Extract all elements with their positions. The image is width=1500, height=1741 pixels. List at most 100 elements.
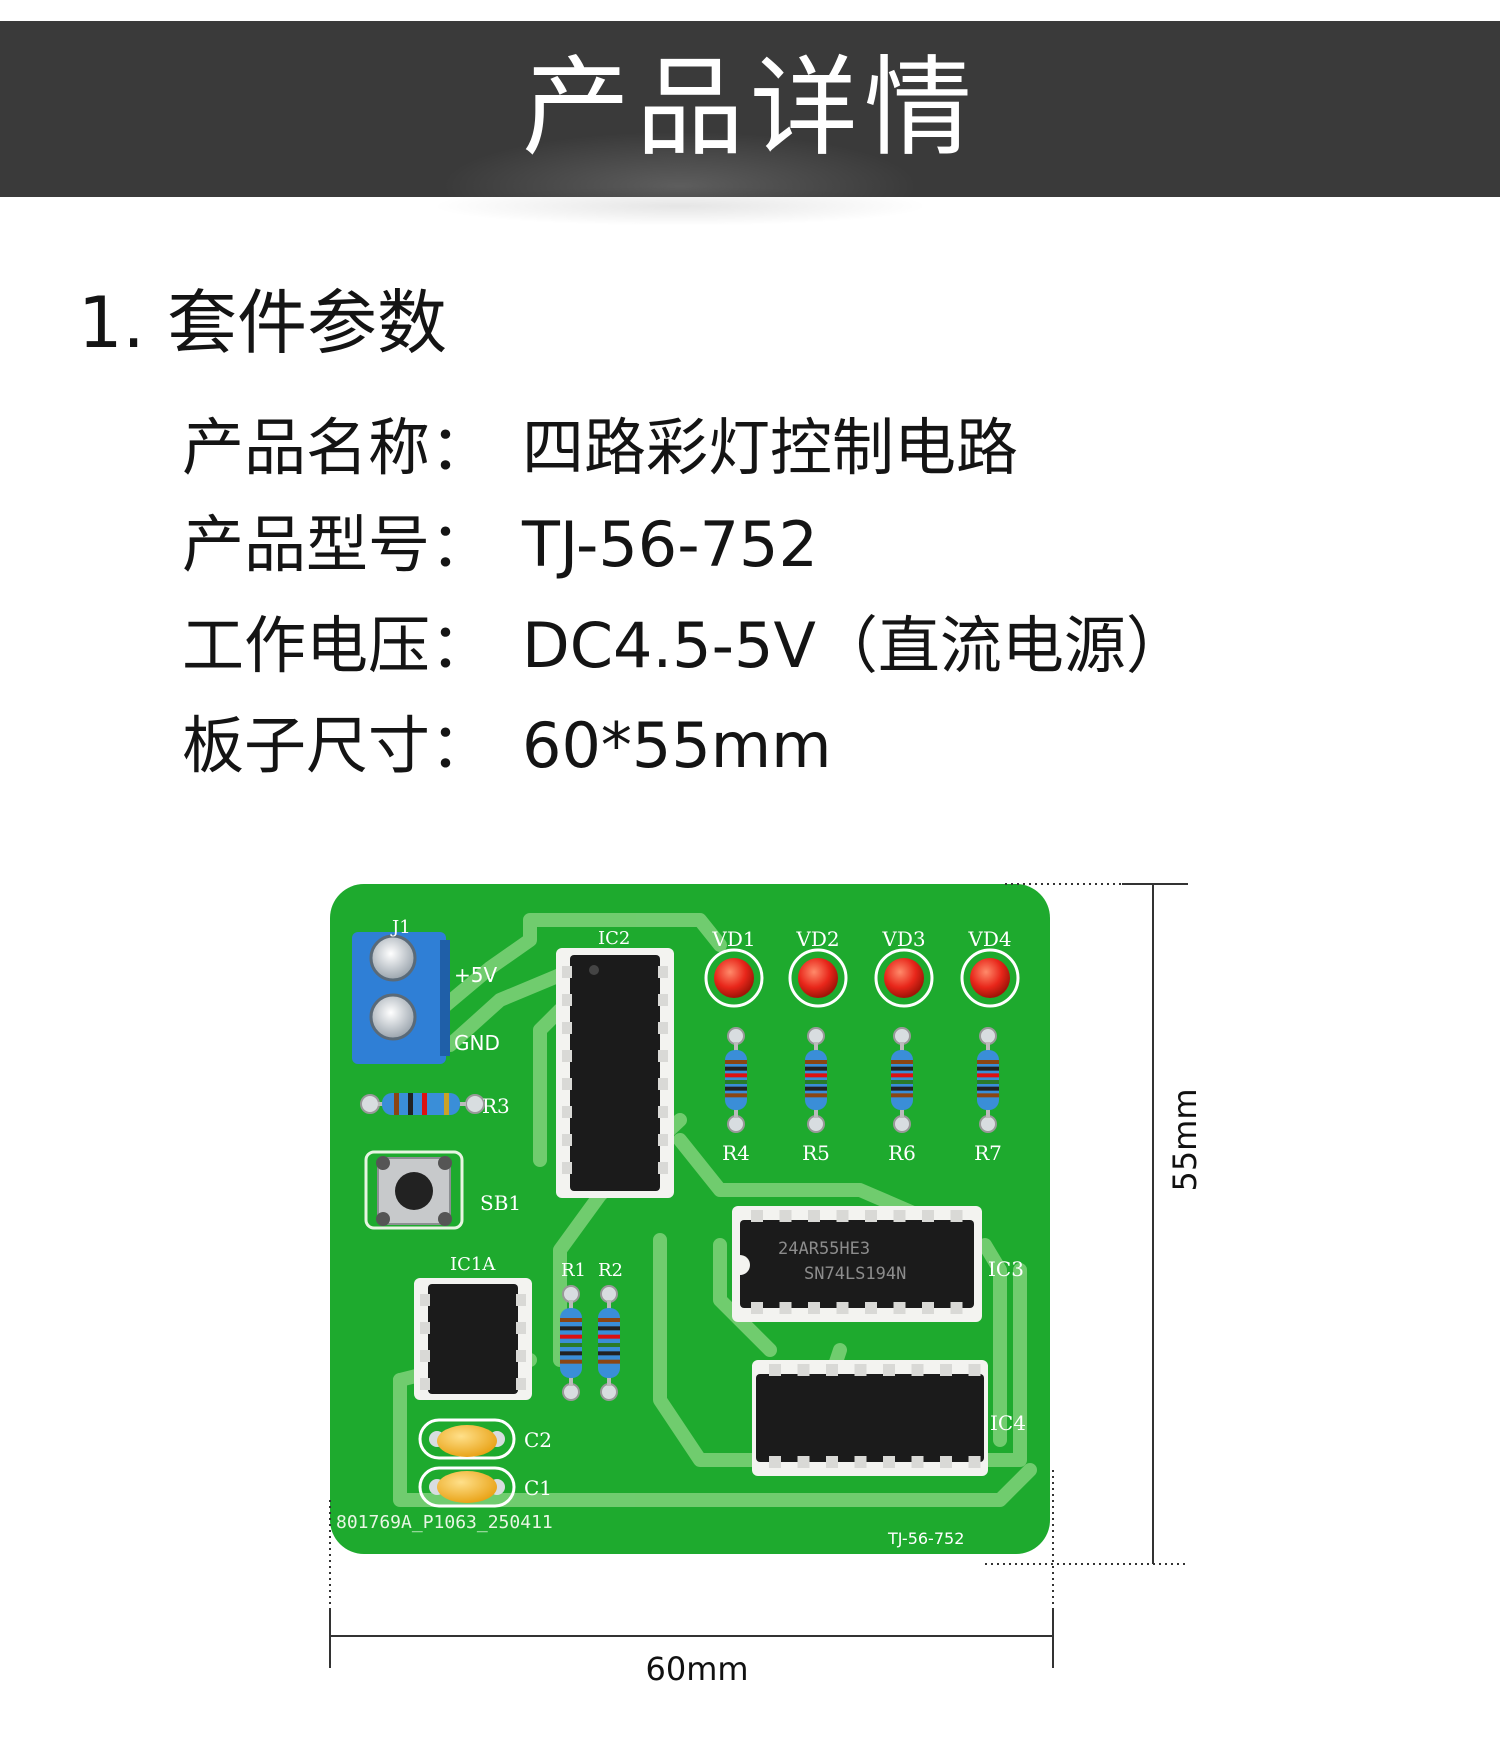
ic2-pin	[562, 966, 572, 978]
ic1a-pins	[420, 1294, 526, 1390]
label-ic1a: IC1A	[450, 1254, 496, 1275]
label-vd3: VD3	[881, 927, 925, 951]
resistor-r1-band	[560, 1359, 582, 1364]
ic3-pin	[836, 1210, 849, 1222]
spec-key: 产品型号：	[182, 508, 493, 581]
resistor-band	[805, 1080, 827, 1084]
resistor-r2-band	[598, 1343, 620, 1347]
resistor-band	[891, 1093, 913, 1098]
label-r6: R6	[888, 1141, 916, 1165]
ic3-pin	[950, 1210, 963, 1222]
resistor-r2-band	[598, 1351, 620, 1356]
led	[798, 958, 838, 998]
resistor-band	[725, 1060, 747, 1064]
resistor-r1-band	[560, 1343, 582, 1347]
spec-value: DC4.5-5V（直流电源）	[522, 609, 1188, 682]
resistor-band	[805, 1060, 827, 1064]
ic2-pin	[658, 1162, 668, 1174]
ic3-pin	[751, 1210, 763, 1222]
label-ic2: IC2	[598, 928, 630, 949]
resistor-band	[891, 1086, 913, 1091]
label-j1: J1	[390, 917, 411, 938]
resistor-band	[725, 1093, 747, 1098]
ic1a-pin	[420, 1350, 430, 1362]
resistor-r2-pad	[600, 1383, 618, 1401]
resistor-band	[891, 1060, 913, 1064]
terminal-block	[352, 932, 450, 1064]
ic2-pin	[562, 1106, 572, 1118]
resistor-band	[977, 1066, 999, 1071]
ic1a-pin	[420, 1294, 430, 1306]
resistor-pad	[807, 1115, 825, 1133]
ic4-chip	[752, 1360, 988, 1476]
ic2-pin	[562, 1078, 572, 1090]
ic2-pin	[562, 1162, 572, 1174]
resistor-pad	[727, 1027, 745, 1045]
ic3-pin	[779, 1302, 792, 1314]
ic4-pin	[826, 1364, 838, 1376]
resistor-r2-band	[598, 1326, 620, 1331]
section-title: 1. 套件参数	[78, 282, 448, 364]
resistor-band	[725, 1086, 747, 1091]
banner-shadow	[430, 186, 930, 226]
resistor-r2-band	[598, 1318, 620, 1322]
led-outline	[704, 948, 764, 1008]
resistor-r2-pad	[600, 1285, 618, 1303]
resistor-band	[891, 1066, 913, 1071]
board-model: TJ-56-752	[887, 1529, 964, 1548]
resistor-r3	[360, 1093, 485, 1115]
ic4-pin	[968, 1364, 981, 1376]
ic1a-pin	[420, 1322, 430, 1334]
label-r5: R5	[802, 1141, 830, 1165]
ic2-pin	[658, 994, 668, 1006]
spec-key: 产品名称：	[182, 411, 493, 484]
led	[884, 958, 924, 998]
led-outline	[788, 948, 848, 1008]
dimension-height: 55mm	[1166, 1088, 1204, 1191]
dimension-width: 60mm	[645, 1650, 748, 1688]
ic4-pin	[854, 1456, 867, 1468]
resistor-pad	[979, 1115, 997, 1133]
resistor-band	[805, 1093, 827, 1098]
ic4-pin	[826, 1456, 838, 1468]
label-vd4: VD4	[967, 927, 1011, 951]
resistor-band	[725, 1073, 747, 1078]
spec-value: 四路彩灯控制电路	[522, 411, 1019, 484]
resistor-band	[977, 1080, 999, 1084]
resistor-band	[725, 1066, 747, 1071]
spec-model: 产品型号：TJ-56-752	[182, 505, 818, 585]
label-plus5v: +5V	[454, 963, 497, 987]
ic3-pin	[808, 1302, 820, 1314]
ic2-pin	[658, 1078, 668, 1090]
resistors-r1-r2	[560, 1285, 620, 1401]
resistor-band	[977, 1086, 999, 1091]
resistor-r1-pad	[562, 1285, 580, 1303]
ic4-pin	[968, 1456, 981, 1468]
led-outline	[960, 948, 1020, 1008]
ic3-chip-part: SN74LS194N	[804, 1264, 906, 1284]
ic4-pin	[911, 1364, 924, 1376]
label-sb1: SB1	[480, 1191, 521, 1215]
label-vd2: VD2	[795, 927, 839, 951]
ic1a-chip	[414, 1278, 532, 1400]
capacitor-c2	[418, 1418, 516, 1460]
ic3-pin	[865, 1210, 877, 1222]
ic3-pin	[950, 1302, 963, 1314]
ic1a-pin	[420, 1378, 430, 1390]
ic2-pin	[658, 1022, 668, 1034]
resistor-r1-band	[560, 1351, 582, 1356]
resistor-band	[977, 1073, 999, 1078]
spec-value: 60*55mm	[522, 709, 832, 782]
ic3-pin	[779, 1210, 792, 1222]
label-r1: R1	[561, 1260, 586, 1281]
resistor-band	[805, 1073, 827, 1078]
ic4-pin	[883, 1364, 895, 1376]
vertical-resistors	[725, 1027, 999, 1133]
resistor-pad	[727, 1115, 745, 1133]
ic4-pin	[769, 1364, 781, 1376]
ic4-pins	[769, 1364, 981, 1468]
resistor-pad	[807, 1027, 825, 1045]
resistor-pad	[893, 1027, 911, 1045]
ic3-pin	[836, 1302, 849, 1314]
